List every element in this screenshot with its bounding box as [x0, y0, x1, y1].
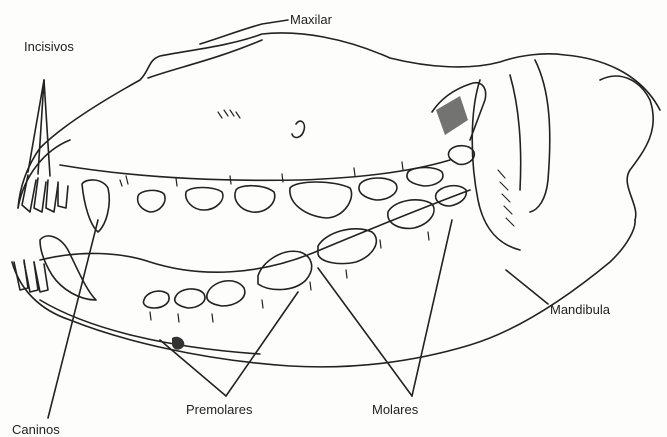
nasal-hatching	[218, 110, 240, 118]
leader-incisivos-3	[44, 80, 50, 176]
leader-caninos	[48, 220, 98, 418]
label-premolares: Premolares	[186, 403, 252, 416]
mandible-upper	[40, 190, 470, 272]
upper-canine	[82, 180, 109, 232]
lower-premolar-2	[175, 289, 205, 308]
label-incisivos: Incisivos	[24, 40, 74, 53]
label-molares: Molares	[372, 403, 418, 416]
lower-molar-3	[436, 186, 467, 206]
label-caninos: Caninos	[12, 423, 60, 436]
leader-premolares-1	[160, 340, 226, 396]
upper-incisor-4	[58, 182, 68, 208]
upper-molar-2	[407, 168, 443, 187]
upper-premolar-4	[290, 182, 352, 218]
upper-molar-1	[359, 178, 397, 200]
leader-molares-1	[318, 268, 412, 396]
leader-mandibula	[506, 270, 548, 304]
infraorbital-foramen	[292, 121, 304, 137]
label-mandibula: Mandibula	[550, 303, 610, 316]
lower-premolar-1	[143, 291, 169, 308]
maxilla-ridge	[148, 40, 262, 78]
upper-premolar-2	[186, 188, 223, 211]
mandible-outline	[12, 220, 635, 367]
coronoid-process	[600, 76, 653, 220]
root-stipple	[120, 162, 429, 322]
leader-molares-2	[412, 220, 452, 396]
ramus-inner-2	[530, 60, 550, 212]
maxilla-lower-edge	[60, 160, 450, 180]
lower-molar-1	[318, 229, 376, 264]
upper-molar-3	[448, 146, 474, 165]
label-maxilar: Maxilar	[290, 13, 332, 26]
upper-incisor-3	[46, 180, 58, 212]
maxilla-outline	[18, 33, 660, 208]
ramus-inner	[510, 75, 521, 190]
mental-foramen	[172, 337, 184, 350]
upper-premolar-1	[138, 190, 165, 212]
lower-premolar-3	[207, 281, 245, 306]
lower-molar-2	[388, 200, 434, 229]
ramus-hatching	[498, 170, 514, 226]
leader-premolares-2	[226, 292, 298, 396]
upper-premolar-3	[235, 186, 275, 212]
